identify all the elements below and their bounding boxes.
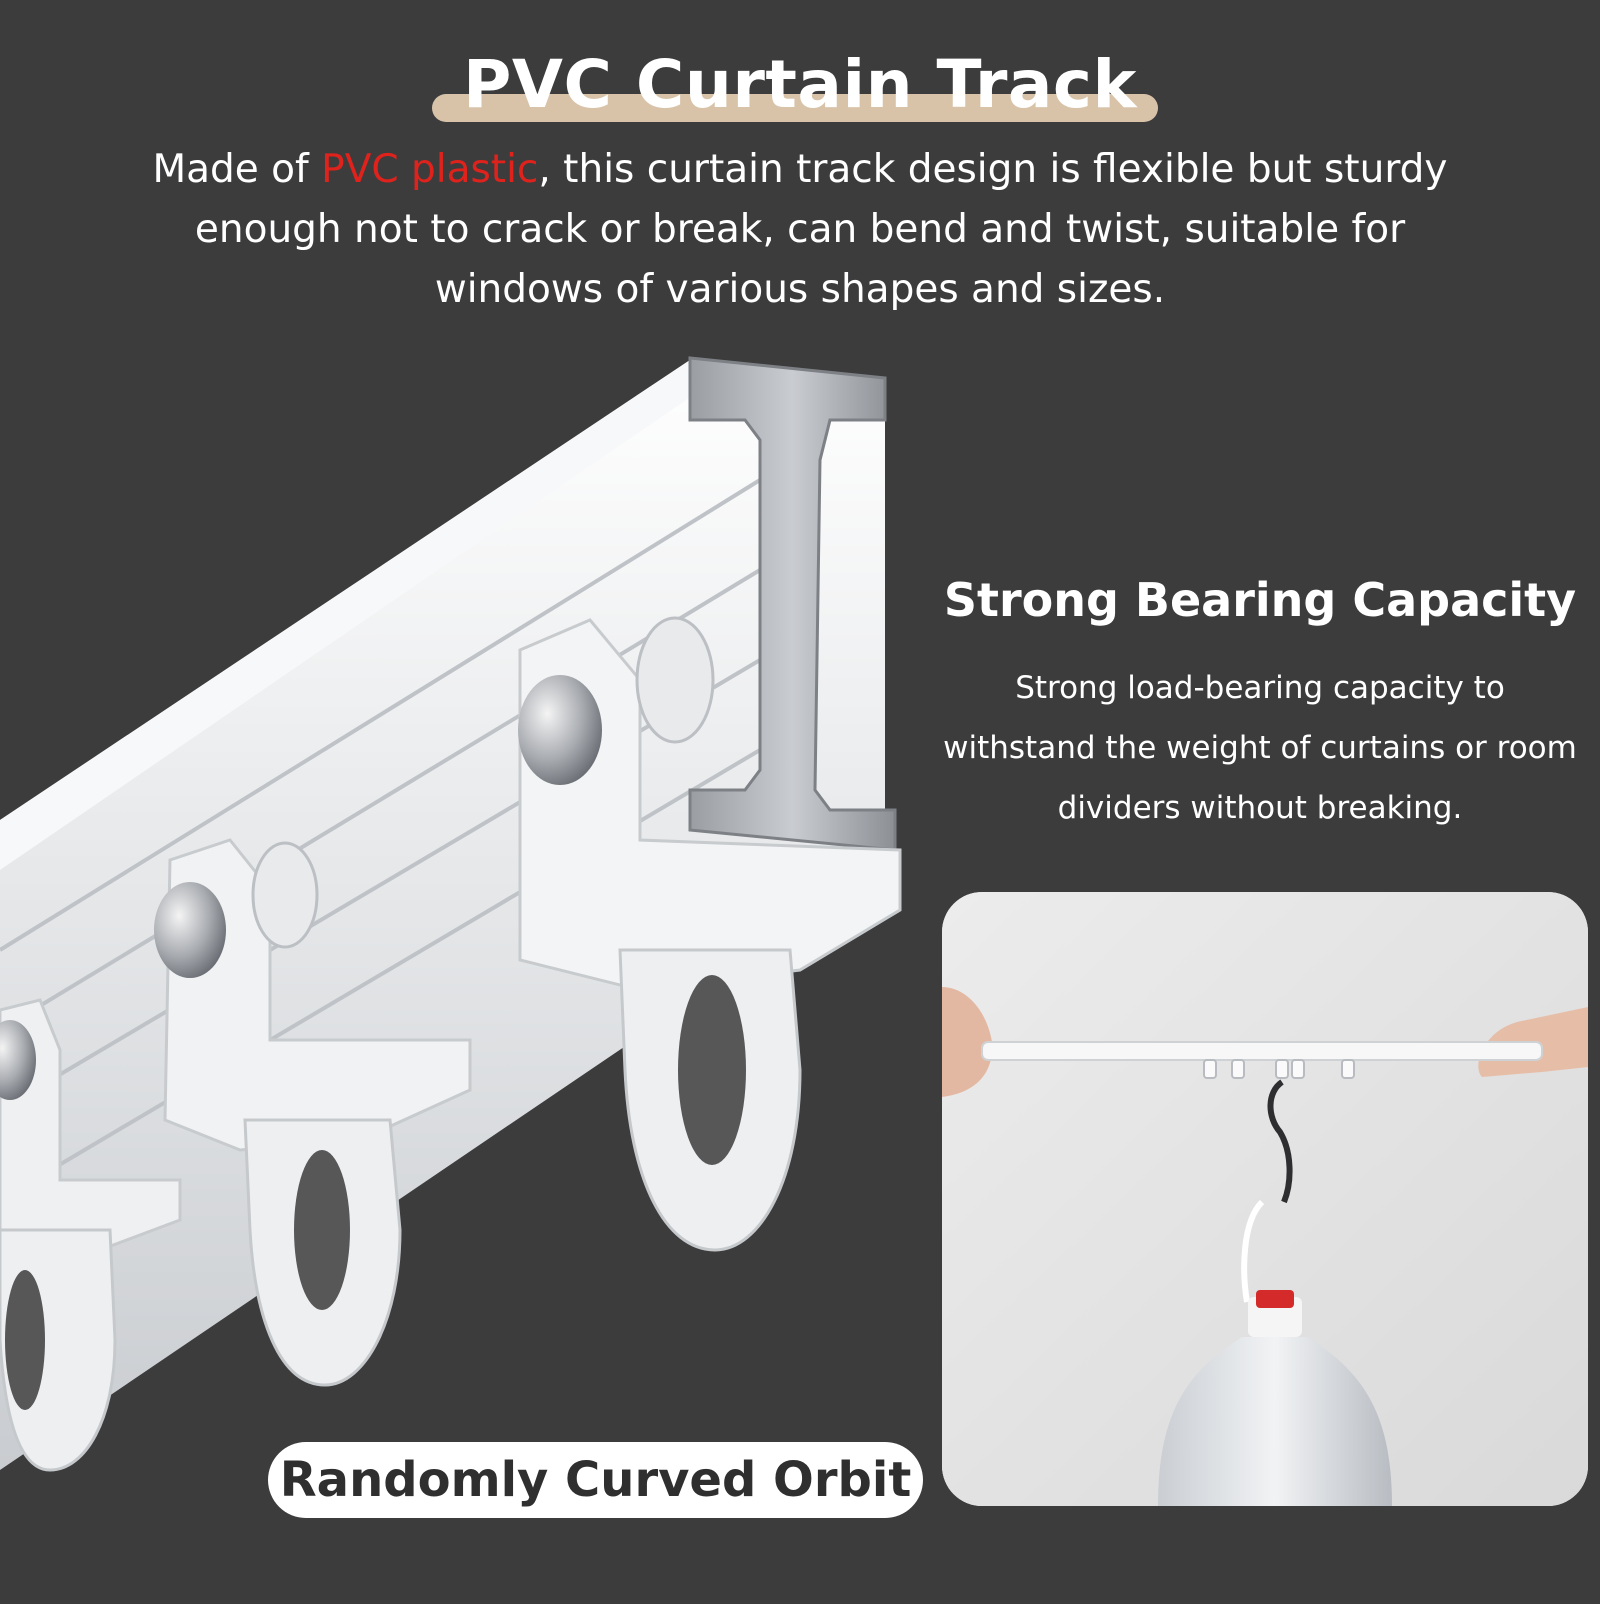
rail-top-face [0,360,730,870]
intro-text: Made of PVC plastic, this curtain track … [120,140,1480,320]
carrier-1 [518,616,902,1252]
curved-orbit-badge: Randomly Curved Orbit [268,1442,923,1518]
page-title: PVC Curtain Track [463,46,1137,123]
feature-title: Strong Bearing Capacity [943,573,1577,627]
carrier-2 [154,838,472,1387]
wheel [251,841,319,949]
bolt [154,882,226,978]
bottle-cap [1256,1290,1294,1308]
feature-description: Strong load-bearing capacity to withstan… [943,670,1577,826]
intro-highlight: PVC plastic [321,147,539,192]
load-test-photo [942,892,1588,1506]
intro-after: , this curtain track design is flexible … [194,147,1448,312]
carrier-3 [0,998,182,1472]
bottle-handle [1241,1199,1265,1303]
wheel [635,616,715,744]
left-hand [942,987,993,1097]
curtain-track-illustration [0,350,930,1600]
bolt [518,675,602,785]
bolt [0,1020,36,1100]
rail [981,1041,1543,1061]
title-underline [432,94,1158,122]
water-bottle [1158,1337,1392,1506]
rollers [1203,1059,1355,1079]
s-hook [1267,1079,1293,1204]
title-area: PVC Curtain Track [0,40,1600,130]
badge-label: Randomly Curved Orbit [279,1452,912,1508]
intro-before: Made of [152,147,322,192]
